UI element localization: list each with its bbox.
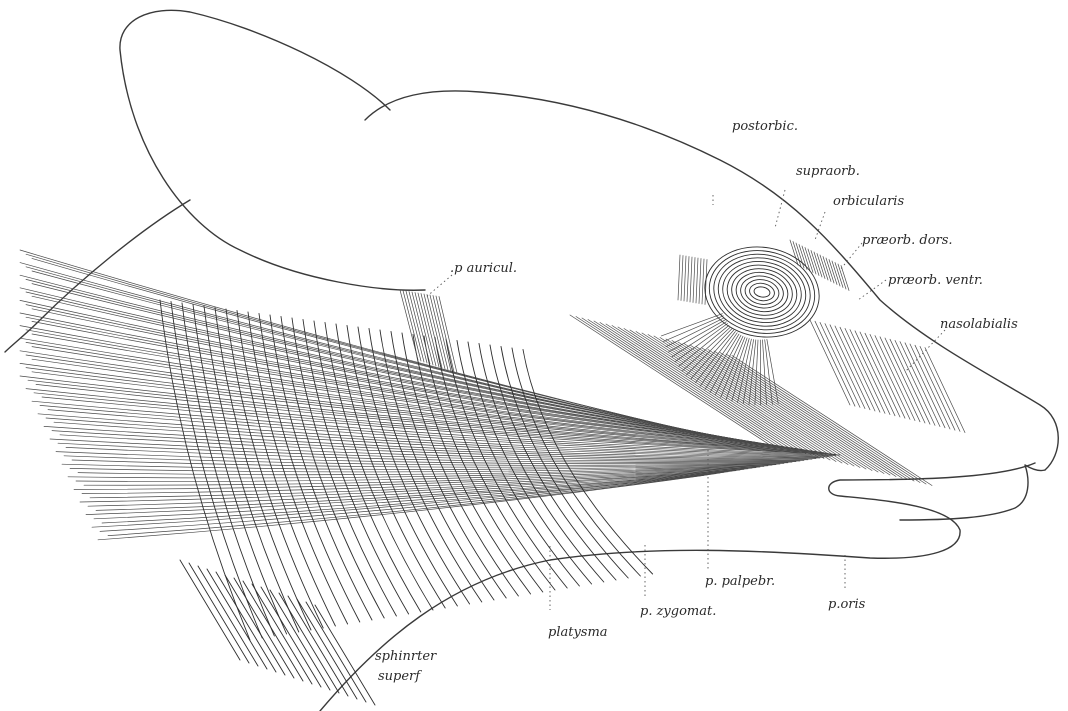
nasolabialis-fiber	[880, 337, 920, 422]
label-p-oris: p.oris	[828, 597, 866, 612]
sphincter-fiber	[413, 335, 531, 595]
nasolabialis-fiber	[820, 322, 860, 407]
label-superf: superf	[378, 669, 422, 684]
sphincter-lower-fiber	[180, 560, 240, 660]
postorbic-fiber	[687, 257, 689, 302]
nasolabialis-fiber	[885, 338, 925, 423]
label-p-palpebr: p. palpebr.	[705, 574, 775, 589]
nasolabialis-fiber	[810, 320, 850, 405]
postorbic-fiber	[684, 256, 686, 301]
p-auricul-fiber	[427, 295, 445, 370]
p-auricul-fiber	[436, 296, 454, 372]
nasolabialis-fiber	[890, 339, 930, 424]
nasolabialis-fiber	[920, 346, 960, 431]
p-auricul-fiber	[409, 292, 427, 364]
nasolabialis-fiber	[850, 330, 890, 415]
leader-p-auricul	[425, 275, 452, 298]
label-sphincter: sphinrter	[375, 649, 437, 664]
orbicularis-ring	[753, 286, 770, 299]
sphincter-lower-fiber	[234, 578, 294, 678]
label-p-zygomat: p. zygomat.	[640, 604, 716, 619]
nasolabialis-fiber	[910, 344, 950, 429]
palpebral-fan-fiber	[661, 314, 722, 336]
neck-outline	[5, 200, 190, 352]
p-auricul-fiber	[403, 291, 421, 362]
palpebral-fan-fiber	[743, 340, 753, 404]
sphincter-fiber	[204, 306, 299, 632]
muscle-fibers	[20, 240, 965, 705]
p-auricul-fiber	[421, 294, 439, 368]
nasolabialis-fiber	[835, 326, 875, 411]
nasolabialis-fiber	[840, 327, 880, 412]
sphincter-lower-fiber	[315, 605, 375, 705]
nasolabialis-fiber	[925, 348, 965, 433]
label-praeorb-ventr: præorb. ventr.	[888, 273, 983, 288]
sphincter-lower-fiber	[261, 587, 321, 687]
sphincter-lower-fiber	[189, 563, 249, 663]
p-auricul-fiber	[433, 296, 451, 372]
orbicularis-ring	[718, 255, 806, 328]
nasolabialis-fiber	[915, 345, 955, 430]
nasolabialis-fiber	[845, 328, 885, 413]
orbicularis-ring	[748, 281, 776, 302]
orbicularis-ring	[703, 242, 822, 341]
nasolabialis-fiber	[870, 334, 910, 419]
nasolabialis-fiber	[900, 342, 940, 427]
nasolabialis-fiber	[895, 340, 935, 425]
p-auricul-fiber	[412, 292, 430, 364]
label-p-auricul: .p auricul.	[450, 261, 517, 276]
sphincter-lower-fiber	[279, 593, 339, 693]
ear-outline	[120, 10, 425, 290]
label-praeorb-dors: præorb. dors.	[862, 233, 953, 248]
p-auricul-fiber	[400, 290, 418, 360]
orbicularis-ring	[743, 277, 781, 307]
zygomat-fiber	[678, 342, 878, 472]
postorbic-fiber	[693, 258, 695, 303]
label-postorbic: postorbic.	[732, 119, 798, 134]
platysma-fiber	[32, 271, 720, 437]
label-nasolabialis: nasolabialis	[940, 317, 1018, 332]
leader-supraorb	[775, 190, 785, 228]
nasolabialis-fiber	[865, 333, 905, 418]
nasolabialis-fiber	[905, 343, 945, 428]
p-auricul-fiber	[406, 291, 424, 362]
orbicularis-ring	[733, 268, 791, 315]
sphincter-lower-fiber	[198, 566, 258, 666]
p-auricul-fiber	[415, 293, 433, 366]
sphincter-lower-fiber	[297, 599, 357, 699]
palpebral-fan-fiber	[672, 322, 727, 357]
mouth-opening	[320, 463, 1035, 711]
sphincter-lower-fiber	[243, 581, 303, 681]
nasolabialis-fiber	[825, 324, 865, 409]
snout-outline	[900, 465, 1045, 520]
sphincter-lower-fiber	[207, 569, 267, 669]
nasolabialis-fiber	[855, 331, 895, 416]
postorbic-fiber	[690, 257, 692, 302]
nasolabialis-fiber	[830, 325, 870, 410]
nasolabialis-fiber	[815, 321, 855, 406]
nasolabialis-fiber	[860, 332, 900, 417]
postorbic-fiber	[696, 258, 698, 303]
palpebral-fan-fiber	[726, 338, 747, 400]
postorbic-fiber	[702, 259, 704, 304]
postorbic-fiber	[699, 259, 701, 304]
platysma-fiber	[20, 263, 712, 436]
label-orbicularis: orbicularis	[833, 194, 904, 209]
sphincter-fiber	[171, 302, 262, 639]
orbicularis-ring	[723, 260, 801, 325]
labels: postorbic. supraorb. orbicularis præorb.…	[375, 119, 1018, 684]
nasolabialis-fiber	[875, 336, 915, 421]
p-auricul-fiber	[439, 297, 457, 374]
p-auricul-fiber	[424, 294, 442, 368]
postorbic-fiber	[681, 256, 683, 301]
postorbic-fiber	[678, 255, 680, 300]
label-platysma: platysma	[548, 625, 608, 640]
label-supraorb: supraorb.	[796, 164, 860, 179]
sphincter-lower-fiber	[288, 596, 348, 696]
platysma-fiber	[20, 275, 724, 437]
